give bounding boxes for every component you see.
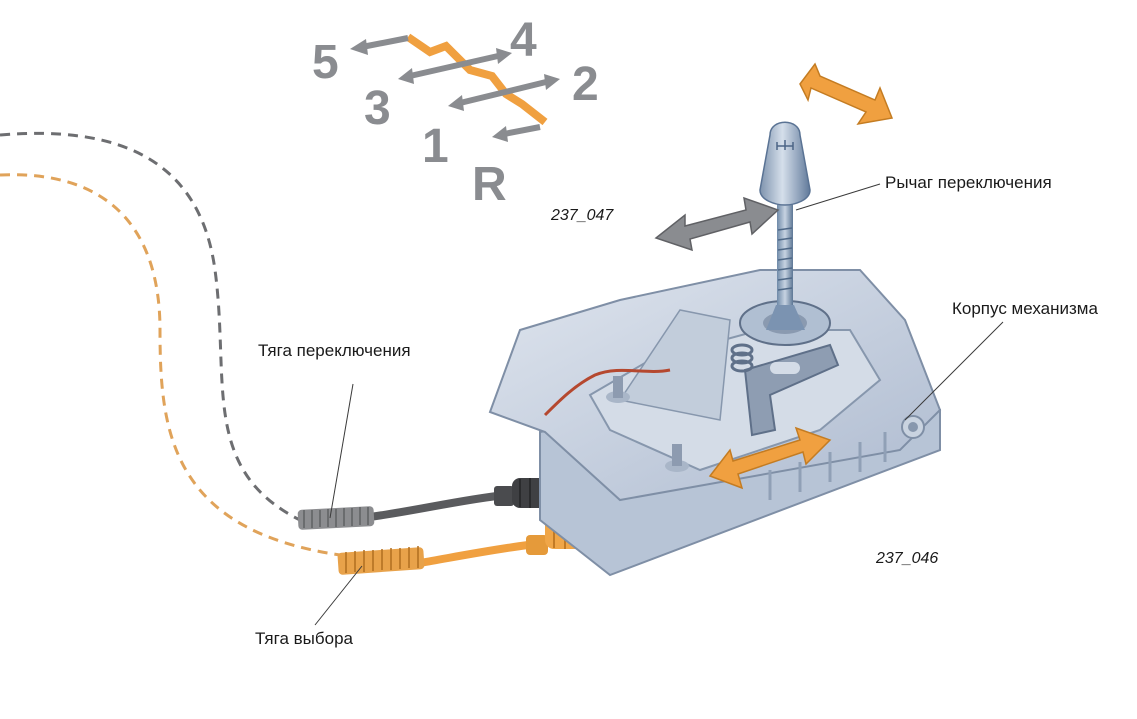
gear-label-2: 2 [572,58,599,111]
gear-label-3: 3 [364,82,391,135]
gear-label-r: R [472,158,507,211]
leader-shift-cable [329,383,354,519]
gear-gate-path [405,33,548,126]
label-shift-lever: Рычаг переключения [885,173,1052,192]
figure-id-main: 237_046 [876,550,939,567]
gear-arrow-1-2 [448,74,560,111]
label-select-cable: Тяга выбора [255,629,353,648]
label-shift-cable: Тяга переключения [258,341,411,360]
figure-id-top: 237_047 [551,207,614,224]
knob-motion-arrow [799,62,894,126]
select-cable-dashed [0,173,341,557]
gear-label-5: 5 [312,36,339,89]
shift-cable [297,478,560,530]
lever-motion-arrow [654,196,780,252]
shift-lever [759,121,811,330]
housing-stud [606,376,630,403]
leader-housing [904,321,1004,421]
gear-arrow-3-4 [398,48,512,84]
mechanism-housing [488,269,942,577]
linkage-motion-arrow [708,426,832,490]
shift-knob [759,121,811,206]
housing-stud [665,444,689,472]
leader-shift-lever [795,183,881,211]
leader-select-cable [314,565,363,626]
gear-label-1: 1 [422,120,449,173]
shift-cable-dashed [0,131,301,522]
label-mechanism-housing: Корпус механизма [952,299,1098,318]
gear-arrow-5 [350,35,409,55]
gear-arrow-r [492,124,541,142]
gear-pattern: 5 4 3 2 1 R [312,14,599,211]
gear-label-4: 4 [510,14,537,67]
